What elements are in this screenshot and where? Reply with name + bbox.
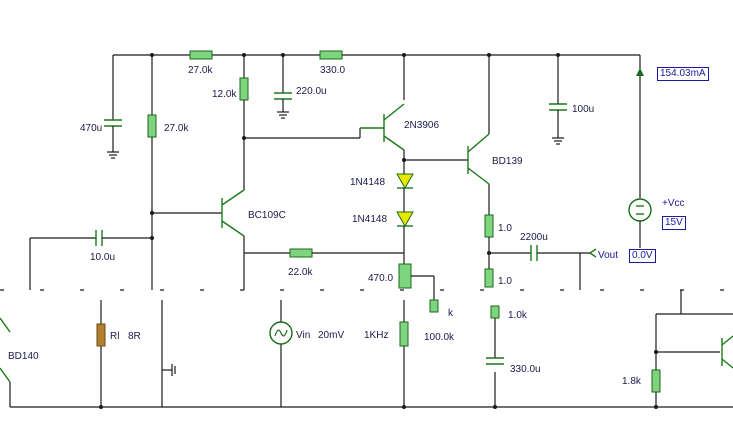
label-r100k: 100.0k (424, 332, 455, 343)
resistor-1k (490, 305, 500, 319)
label-r1k: 1.0k (508, 310, 528, 321)
label-vin-amp: 20mV (318, 330, 344, 341)
label-c10: 10.0u (90, 252, 115, 263)
label-c2200: 2200u (520, 232, 548, 243)
resistor-1-0-a (484, 214, 494, 238)
capacitor-100u (549, 100, 567, 145)
load-resistor (96, 323, 106, 347)
resistor-22k (289, 248, 313, 258)
label-r12k: 12.0k (212, 89, 237, 100)
label-vcc: +Vcc (662, 198, 685, 209)
label-r470: 470.0 (368, 273, 393, 284)
label-c100: 100u (572, 104, 594, 115)
transistor-2n3906 (360, 103, 405, 174)
current-arrow-icon (636, 68, 644, 76)
transistor-bd139 (404, 120, 490, 215)
capacitor-220u (274, 78, 292, 119)
resistor-100k (399, 321, 409, 347)
capacitor-470u (104, 119, 122, 159)
resistor-12k (239, 77, 249, 101)
label-r1-8k: 1.8k (622, 376, 642, 387)
label-c330: 330.0u (510, 364, 541, 375)
resistor-1-0-b (484, 268, 494, 288)
resistor-27k-left (147, 114, 157, 138)
capacitor-2200u (489, 245, 590, 261)
current-readout: 154.03mA (657, 67, 709, 81)
label-r1-a: 1.0 (498, 223, 512, 234)
lower-wiring (0, 289, 733, 408)
label-r330: 330.0 (320, 65, 345, 76)
label-r1-b: 1.0 (498, 276, 512, 287)
potentiometer-470 (398, 263, 412, 289)
label-rl-val: 8R (128, 331, 141, 342)
diode-1n4148-b (396, 211, 414, 264)
label-bc109c: BC109C (248, 210, 286, 221)
label-vin: Vin (296, 330, 310, 341)
transistor-right-partial (721, 335, 733, 369)
label-partial-k: k (448, 308, 454, 319)
vcc-source (628, 198, 652, 248)
transistor-bc109c (152, 189, 245, 290)
vout-probe (579, 248, 597, 290)
resistor-1-8k (651, 369, 661, 393)
label-d1: 1N4148 (350, 177, 385, 188)
label-c470: 470u (80, 123, 102, 134)
capacitor-330u (486, 357, 504, 365)
label-bd140: BD140 (8, 351, 39, 362)
vout-value-readout: 0.0V (629, 249, 656, 263)
ground-symbol (162, 364, 176, 376)
label-d2: 1N4148 (352, 214, 387, 225)
capacitor-10u (29, 230, 152, 290)
label-r22k: 22.0k (288, 267, 313, 278)
resistor-partial (429, 299, 439, 313)
label-vout: Vout (598, 250, 618, 261)
label-r27k-left: 27.0k (164, 123, 189, 134)
vcc-value-readout: 15V (662, 216, 686, 230)
resistor-27k-top (189, 50, 213, 60)
label-freq: 1KHz (364, 330, 388, 341)
junction-dots (99, 53, 658, 409)
label-bd139: BD139 (492, 156, 523, 167)
transistor-bd140 (0, 317, 11, 407)
diode-1n4148-a (396, 173, 414, 212)
resistor-330 (319, 50, 343, 60)
label-rl: Rl (110, 331, 119, 342)
label-c220: 220.0u (296, 86, 327, 97)
signal-source-vin (269, 321, 293, 345)
label-2n3906: 2N3906 (404, 120, 439, 131)
label-r27k-top: 27.0k (188, 65, 213, 76)
